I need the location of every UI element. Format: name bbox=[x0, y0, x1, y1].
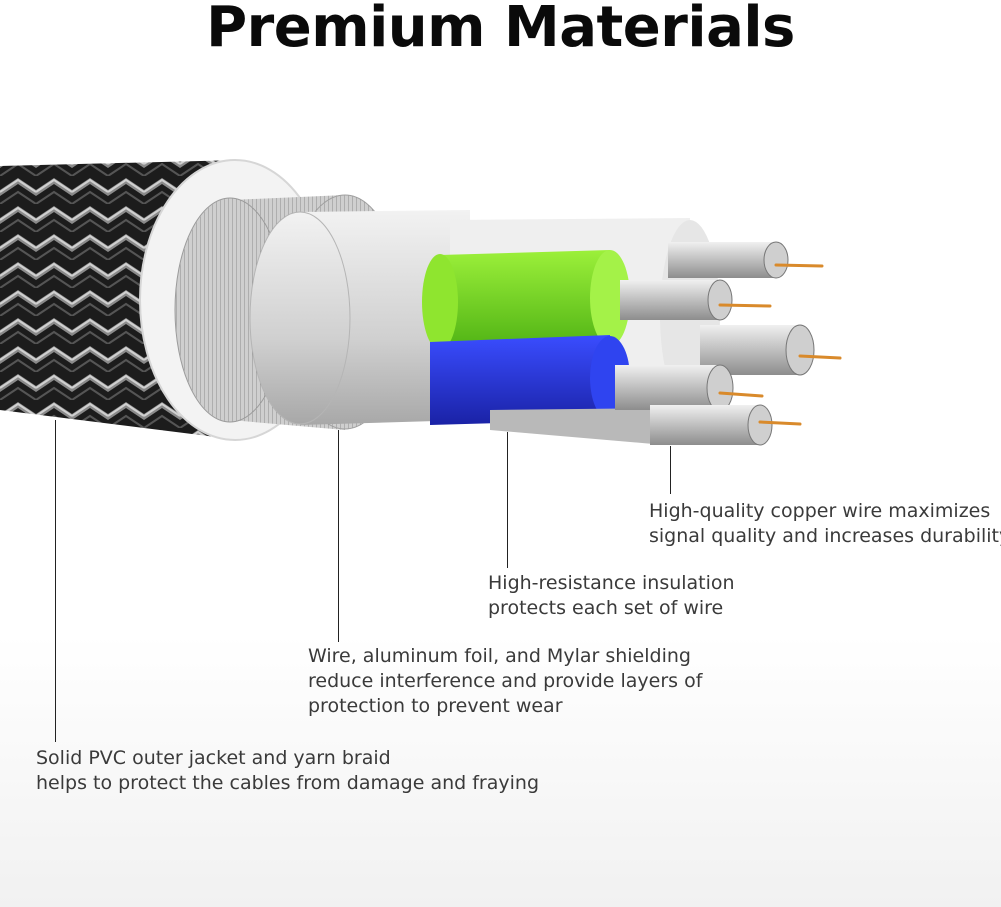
leader-line-insulation bbox=[507, 432, 508, 568]
drain-wire bbox=[490, 408, 665, 445]
callout-line: Solid PVC outer jacket and yarn braid bbox=[36, 747, 391, 769]
page-title: Premium Materials bbox=[206, 0, 795, 60]
callout-insulation: High-resistance insulation protects each… bbox=[488, 571, 735, 621]
callout-line: helps to protect the cables from damage … bbox=[36, 772, 540, 794]
callout-copper-wire: High-quality copper wire maximizes signa… bbox=[649, 499, 1001, 549]
callout-line: Wire, aluminum foil, and Mylar shielding bbox=[308, 645, 691, 667]
leader-line-copper bbox=[670, 446, 671, 494]
callout-line: High-quality copper wire maximizes bbox=[649, 500, 991, 522]
green-insulation bbox=[440, 250, 610, 350]
callout-outer-jacket: Solid PVC outer jacket and yarn braid he… bbox=[36, 746, 539, 796]
callout-line: High-resistance insulation bbox=[488, 572, 735, 594]
cable-cross-section-illustration bbox=[0, 159, 842, 446]
leader-line-shielding bbox=[338, 430, 339, 642]
copper-strand-bundles bbox=[615, 241, 815, 446]
callout-line: reduce interference and provide layers o… bbox=[308, 670, 703, 692]
callout-line: signal quality and increases durability bbox=[649, 525, 1001, 547]
callout-shielding: Wire, aluminum foil, and Mylar shielding… bbox=[308, 644, 702, 719]
leader-line-jacket bbox=[55, 420, 56, 742]
callout-line: protection to prevent wear bbox=[308, 695, 563, 717]
callout-line: protects each set of wire bbox=[488, 597, 724, 619]
blue-insulation bbox=[430, 335, 610, 425]
copper-cores bbox=[718, 263, 842, 426]
